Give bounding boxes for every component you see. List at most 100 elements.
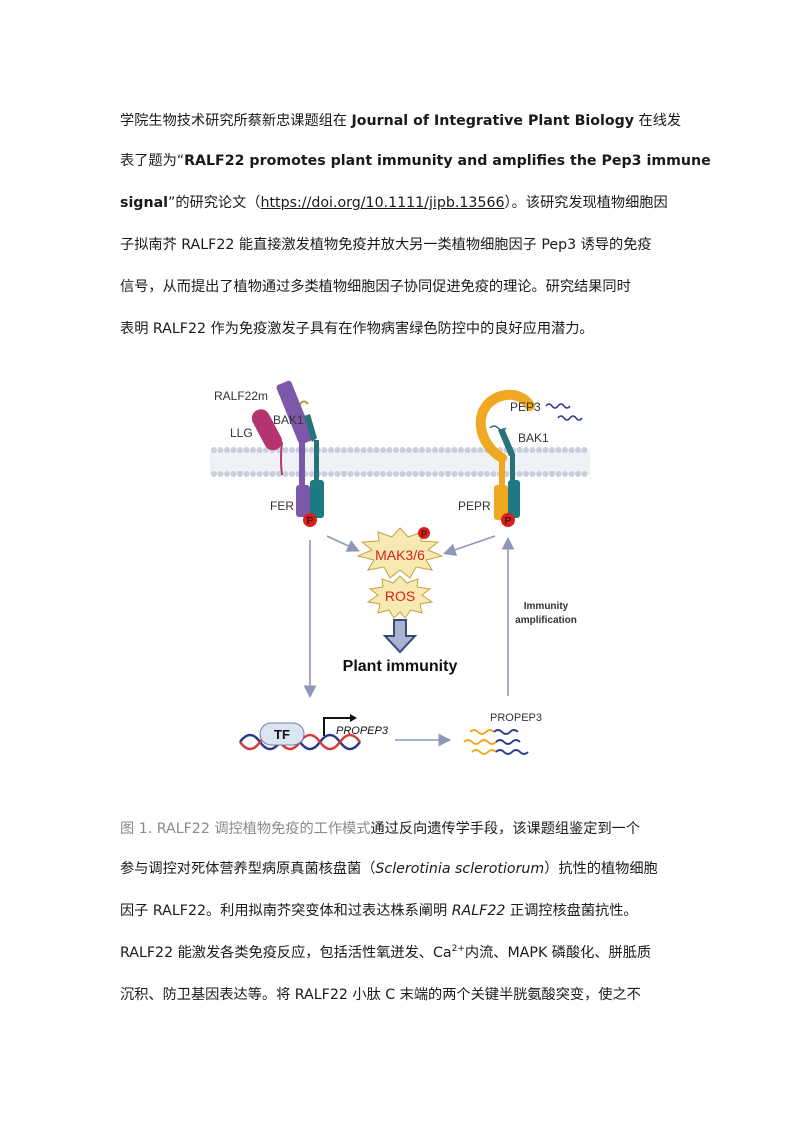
lipid-head [451,471,458,477]
lipid-head [269,471,276,477]
bak1-left-transmembrane [314,440,319,485]
body-line-4: RALF22 能激发各类免疫反应，包括活性氧迸发、Ca2+内流、MAPK 磷酸化… [120,942,651,962]
lipid-head [581,471,588,477]
lipid-head [562,447,568,453]
bak1-right-transmembrane [510,454,515,488]
lipid-head [380,471,386,477]
pepr-transmembrane [499,456,505,504]
text: 通过反向遗传学手段，该课题组鉴定到一个 [370,821,641,837]
lipid-head [393,447,399,453]
lipid-head [581,447,588,453]
text: 表了题为“ [120,153,185,169]
lipid-head [419,447,425,453]
phospho-label: P [307,516,314,527]
lipid-head [308,447,315,453]
lipid-head [484,471,490,477]
label-immunity: Immunity [524,601,569,612]
superscript: 2+ [451,944,465,954]
lipid-head [289,447,295,453]
text: 因子 RALF22。利用拟南芥突变体和过表达株系阐明 [120,903,452,919]
lipid-head [555,471,562,477]
tf-protein [259,722,305,746]
lipid-head [438,447,445,453]
lipid-head [380,447,386,453]
lipid-head [250,471,256,477]
text: ）。该研究发现植物细胞因 [504,195,668,211]
label-ralf22m: RALF22m [214,389,268,403]
paper-title-end: signal [120,195,169,211]
journal-name: Journal of Integrative Plant Biology [351,113,635,129]
bak1-right-kinase [508,480,520,518]
lipid-head [568,447,575,453]
lipid-head [341,471,347,477]
llg-anchor [280,441,283,476]
lipid-head [211,471,217,477]
text: ）抗性的植物细胞 [544,861,658,877]
body-line-5: 沉积、防卫基因表达等。将 RALF22 小肽 C 末端的两个关键半胱氨酸突变，使… [120,987,641,1003]
label-bak1-right: BAK1 [518,431,549,445]
pepr-ectodomain [475,389,535,463]
bak1-right-ectodomain [498,428,515,456]
lipid-head [367,471,373,477]
lipid-head [477,447,484,453]
lipid-head [243,447,250,453]
ralf22-model-figure: P RALF22m LLG BAK1 FER P PEP3 BAK1 PEPR … [210,380,590,755]
lipid-head [549,447,555,453]
lipid-head [562,471,568,477]
lipid-head [549,471,555,477]
text: ”的研究论文（ [168,195,261,211]
intro-line-4: 子拟南芥 RALF22 能直接激发植物免疫并放大另一类植物细胞因子 Pep3 诱… [120,237,652,253]
lipid-head [276,471,282,477]
lipid-head [386,471,393,477]
lipid-head [334,447,341,453]
label-bak1-left: BAK1 [273,413,304,427]
lipid-head [523,471,529,477]
lipid-head [321,471,328,477]
bak1-left-ectodomain [304,414,317,442]
doi-link[interactable]: https://doi.org/10.1111/jipb.13566 [260,195,505,211]
fer-transmembrane [299,440,305,510]
lipid-head [490,471,497,477]
lipid-head [516,447,523,453]
lipid-head [354,471,360,477]
propep3-precursors [463,729,529,755]
lipid-head [458,447,464,453]
label-tf: TF [274,727,290,742]
lipid-head [282,447,289,453]
lipid-head [243,471,250,477]
transcription-start-arrow-icon [323,717,352,736]
label-propep3: PROPEP3 [490,712,542,724]
lipid-head [354,447,360,453]
lipid-head [347,447,354,453]
lipid-head [347,471,354,477]
lipid-head [224,471,230,477]
lipid-head [367,447,373,453]
lipid-head [406,471,412,477]
mak-burst: MAK3/6 P [356,527,444,579]
lipid-head [328,447,334,453]
lipid-head [224,447,230,453]
lipid-head [308,471,315,477]
phospho-label: P [421,529,427,539]
label-llg: LLG [230,426,253,440]
fer-phospho [303,513,317,527]
cell-membrane [210,447,590,477]
lipid-head [555,447,562,453]
phospho-label: P [505,516,512,527]
intro-line-2: 表了题为“RALF22 promotes plant immunity and … [120,150,711,170]
text: 学院生物技术研究所蔡新忠课题组在 [120,113,352,129]
lipid-head [542,447,549,453]
lipid-head [471,447,477,453]
fer-ectodomain [276,380,314,445]
lipid-head [471,471,477,477]
pepr-kinase [494,485,508,520]
lipid-head [516,471,523,477]
arrow-fer-to-mak [326,535,360,552]
text: 参与调控对死体营养型病原真菌核盘菌（ [120,861,376,877]
ros-burst: ROS [366,575,434,619]
lipid-head [237,471,243,477]
lipid-head [289,471,295,477]
lipid-head [464,471,471,477]
lipid-head [256,447,263,453]
fer-kinase [296,485,310,517]
